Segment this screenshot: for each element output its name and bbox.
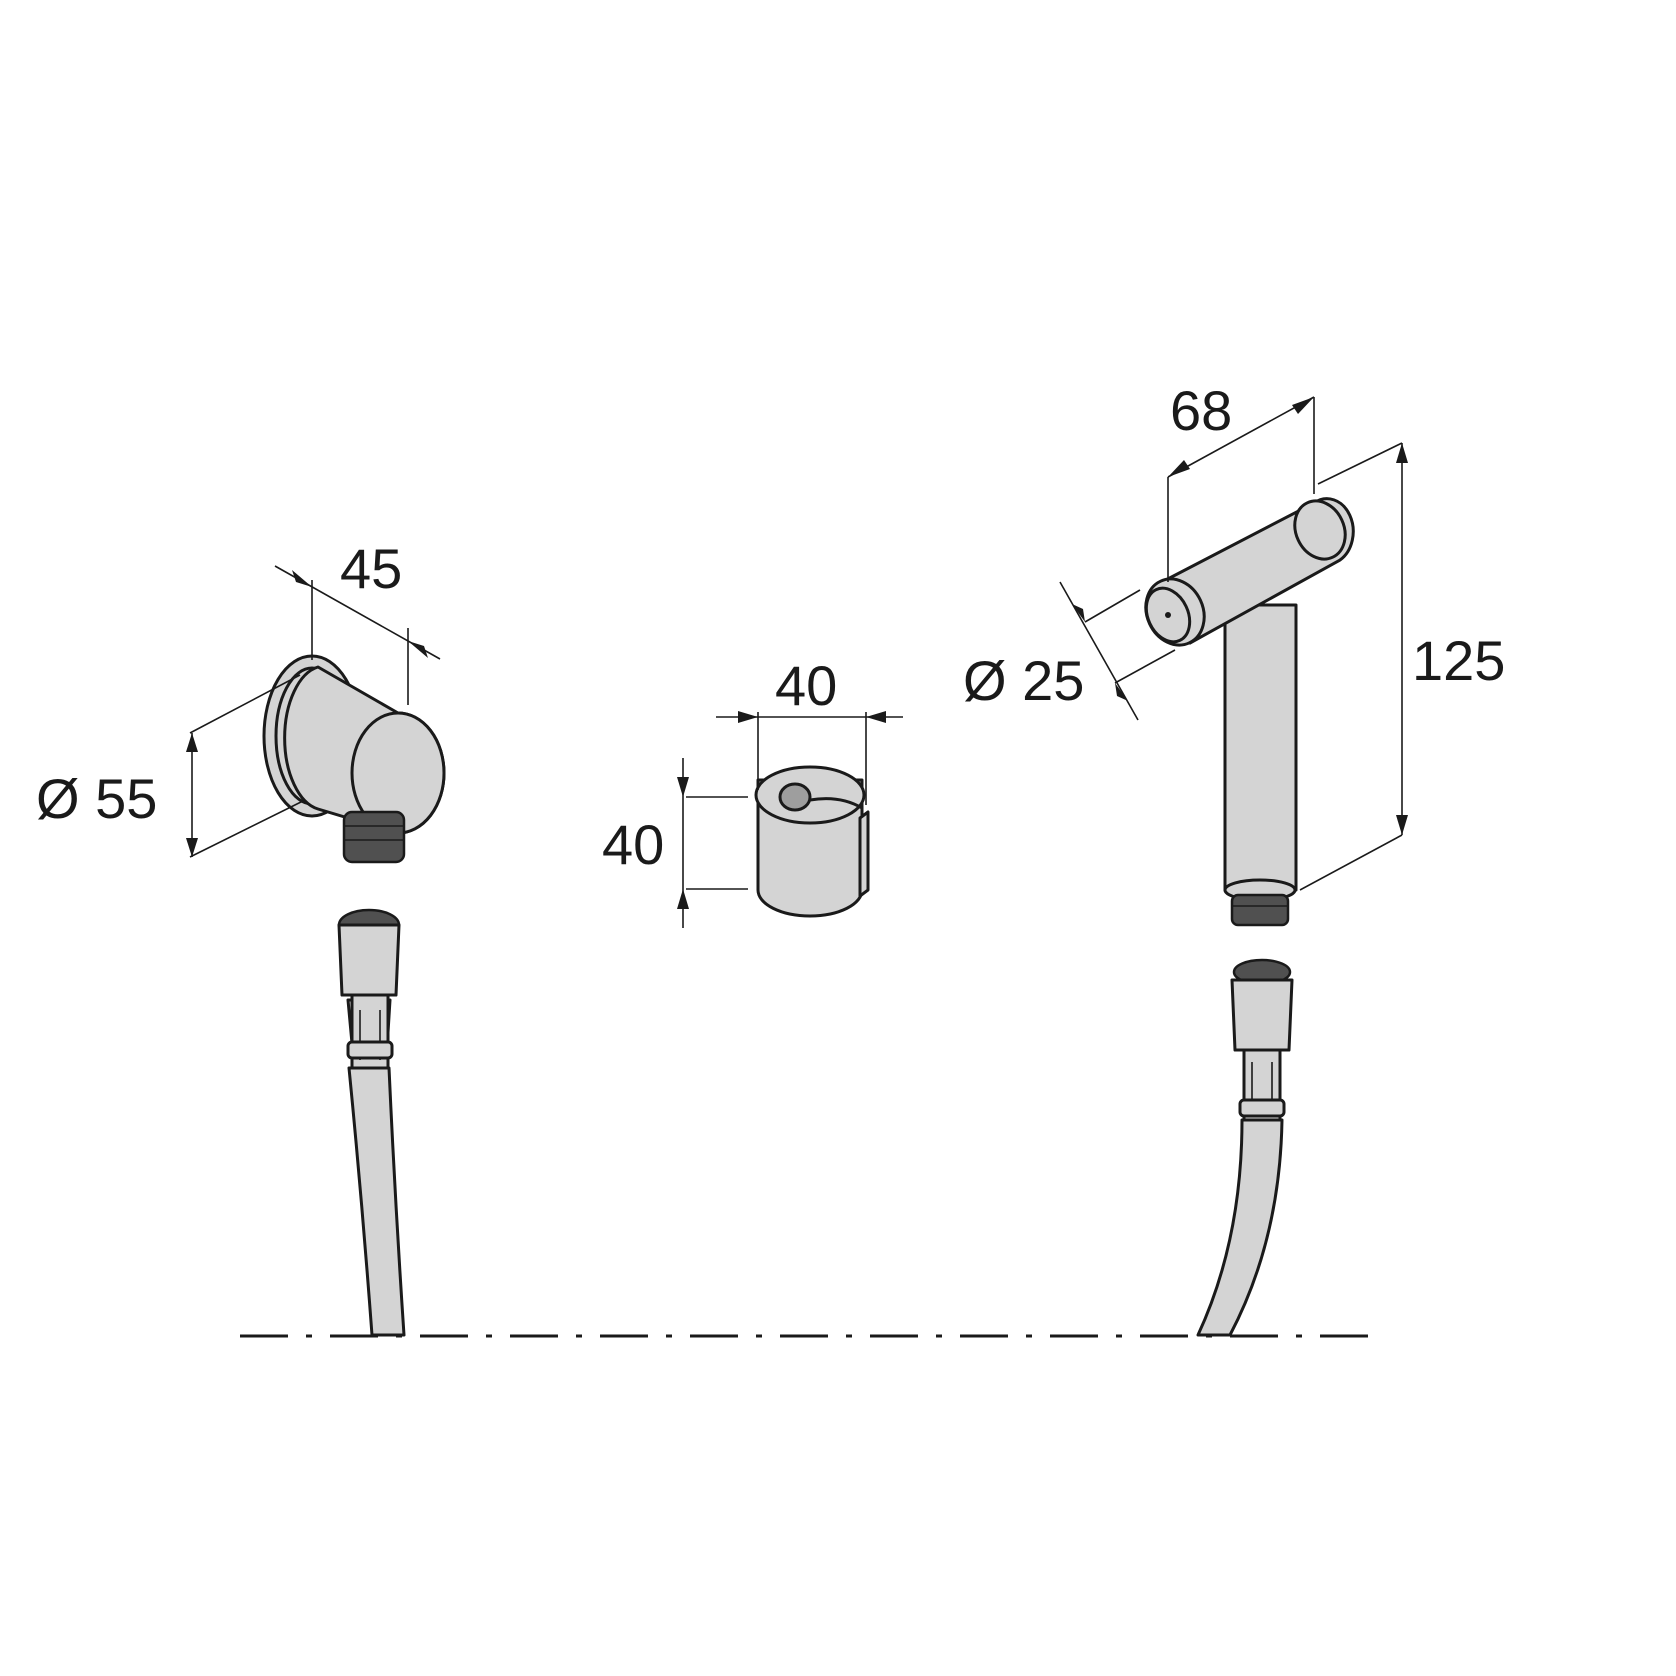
hose-holder [754, 765, 870, 918]
wall-outlet [262, 654, 446, 864]
right-hose-ferrule [1230, 978, 1294, 1052]
outlet-thread [342, 810, 406, 864]
dim-holder-width: 40 [716, 654, 903, 805]
dim-spray-height: 125 [1299, 442, 1505, 891]
spray-thread [1230, 893, 1290, 927]
dim-holder-height: 40 [602, 758, 748, 928]
dim-holder-width-label: 40 [775, 654, 837, 717]
holder-clip-edge [858, 810, 870, 898]
left-hose [337, 908, 406, 1337]
dim-outlet-diameter: Ø 55 [36, 674, 306, 858]
dim-spray-height-label: 125 [1412, 629, 1505, 692]
dim-spray-diameter: Ø 25 [963, 581, 1176, 721]
dim-spray-length-label: 68 [1170, 379, 1232, 442]
holder-hole [778, 782, 812, 812]
right-hose [1196, 958, 1294, 1337]
dim-outlet-diameter-label: Ø 55 [36, 767, 157, 830]
left-hose-tube [347, 1066, 406, 1337]
dim-spray-diameter-label: Ø 25 [963, 649, 1084, 712]
hand-spray [1144, 497, 1355, 927]
spray-head-back [1293, 499, 1347, 561]
dim-outlet-width: 45 [274, 537, 441, 705]
spray-handle [1223, 603, 1298, 892]
dim-outlet-width-label: 45 [340, 537, 402, 600]
dim-holder-height-label: 40 [602, 813, 664, 876]
right-hose-tube [1196, 1118, 1284, 1337]
left-hose-ferrule [337, 923, 401, 997]
dim-spray-length: 68 [1167, 379, 1315, 582]
